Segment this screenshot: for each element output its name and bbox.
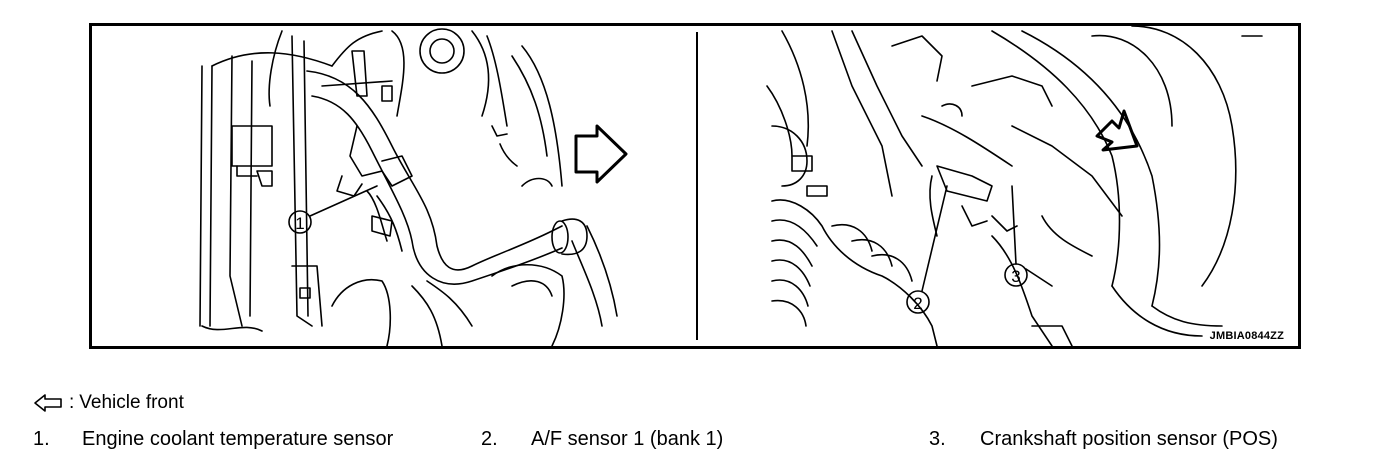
engine-sensor-illustration: 1 <box>89 23 1301 349</box>
list-item-1: 1. Engine coolant temperature sensor <box>33 428 393 451</box>
panel-divider <box>696 32 698 340</box>
right-panel-drawing <box>766 26 1263 346</box>
item-label: Crankshaft position sensor (POS) <box>980 428 1278 450</box>
item-number: 1. <box>33 428 50 450</box>
svg-text:1: 1 <box>295 214 304 233</box>
line-drawing: 1 <box>199 26 1263 346</box>
svg-text:2: 2 <box>913 294 922 313</box>
figure-code: JMBIA0844ZZ <box>1209 330 1284 342</box>
open-arrow-left-icon <box>34 394 62 412</box>
legend-separator: : <box>69 392 75 413</box>
callout-3: 3 <box>1004 185 1053 287</box>
item-label: A/F sensor 1 (bank 1) <box>531 428 724 450</box>
list-item-2: 2. A/F sensor 1 (bank 1) <box>481 428 723 451</box>
list-item-3: 3. Crankshaft position sensor (POS) <box>929 428 1278 451</box>
vehicle-front-legend: : Vehicle front <box>33 392 184 414</box>
item-number: 3. <box>929 428 946 450</box>
legend-text: Vehicle front <box>79 392 184 413</box>
item-number: 2. <box>481 428 498 450</box>
svg-text:3: 3 <box>1011 267 1020 286</box>
callout-1: 1 <box>288 185 378 234</box>
left-panel-drawing <box>199 28 628 346</box>
item-label: Engine coolant temperature sensor <box>82 428 394 450</box>
callout-2: 2 <box>906 185 948 314</box>
